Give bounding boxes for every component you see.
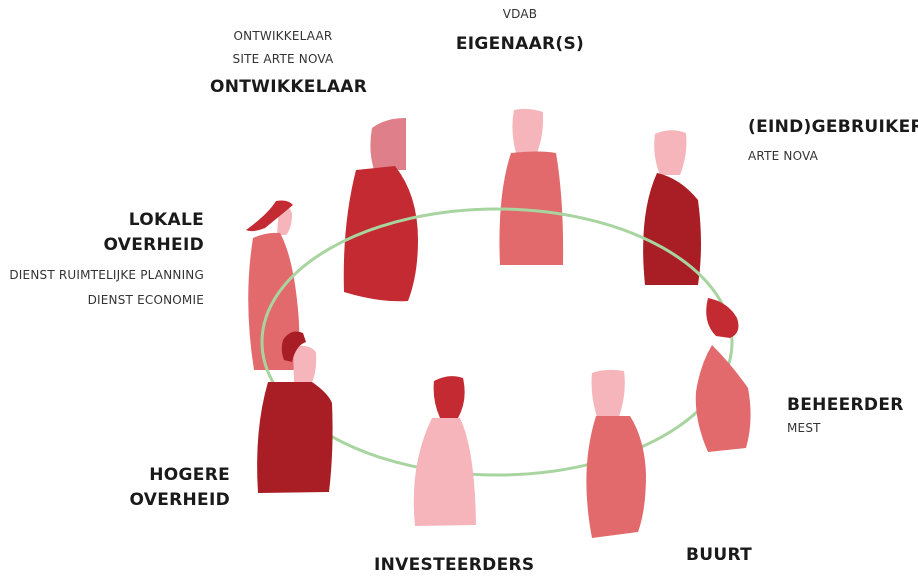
lokale-overheid-title-2: OVERHEID <box>103 235 204 255</box>
eigenaar-sub-vdab: VDAB <box>502 7 538 21</box>
hogere-overheid-figure <box>257 331 333 493</box>
beheerder-sub: MEST <box>787 421 821 435</box>
figure-body <box>257 382 333 493</box>
figure-head <box>293 345 317 382</box>
eindgebruikers-sub: ARTE NOVA <box>748 149 819 163</box>
lokale-overheid-title-1: LOKALE <box>128 210 204 230</box>
figure-head <box>591 369 625 417</box>
figure-body <box>499 151 564 265</box>
beheerder-title: BEHEERDER <box>787 395 904 415</box>
figure-body <box>586 416 646 538</box>
figure-body <box>695 345 751 452</box>
figure-body <box>343 166 418 302</box>
ontwikkelaar-sub-1: ONTWIKKELAAR <box>233 29 333 43</box>
figure-body <box>643 173 701 285</box>
hogere-overheid-title-2: OVERHEID <box>129 490 230 510</box>
figure-head <box>433 376 465 418</box>
figure-hat <box>246 200 293 232</box>
figure-head <box>512 108 544 153</box>
figure-head <box>654 130 687 175</box>
ontwikkelaar-title: ONTWIKKELAAR <box>210 77 368 97</box>
investeerder-figure <box>413 376 476 526</box>
buurt-figure <box>586 369 646 538</box>
lokale-overheid-sub-1: DIENST RUIMTELIJKE PLANNING <box>9 268 204 282</box>
ontwikkelaar-figure <box>343 118 418 302</box>
investeerders-title: INVESTEERDERS <box>374 555 535 575</box>
eindgebruikers-title: (EIND)GEBRUIKERS <box>748 117 918 137</box>
figure-body <box>413 418 476 526</box>
lokale-overheid-sub-2: DIENST ECONOMIE <box>87 293 204 307</box>
figure-hair <box>281 331 306 362</box>
stakeholder-ring <box>260 207 734 477</box>
figure-head <box>370 118 406 170</box>
hogere-overheid-title-1: HOGERE <box>149 465 230 485</box>
beheerder-figure <box>695 298 751 452</box>
eindgebruiker-figure <box>643 130 701 285</box>
eigenaar-title: EIGENAAR(S) <box>455 34 585 54</box>
buurt-title: BUURT <box>686 545 752 565</box>
ontwikkelaar-sub-2: SITE ARTE NOVA <box>232 52 334 66</box>
eigenaar-figure <box>499 108 564 265</box>
figure-head <box>706 298 739 338</box>
